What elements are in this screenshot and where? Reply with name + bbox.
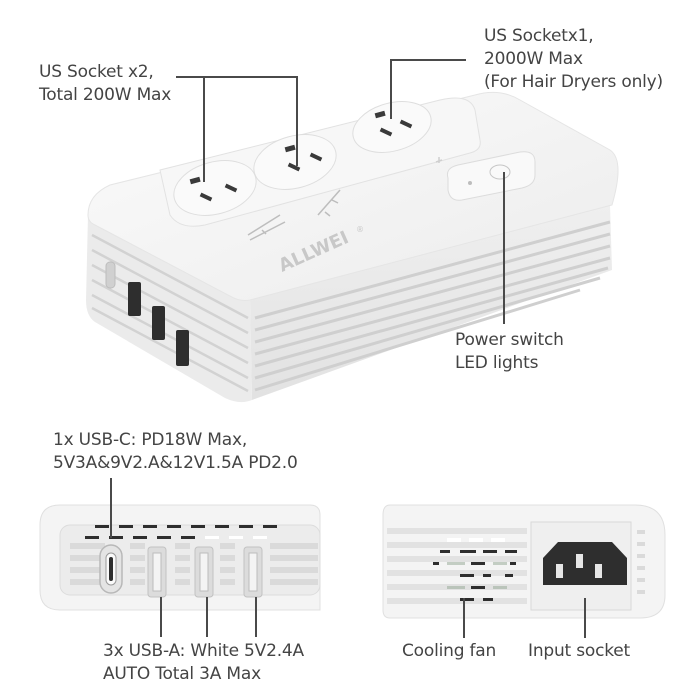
us-outlet-icon [253,134,337,190]
usb-a-port-icon [194,546,214,598]
usb-a-port-icon [128,282,141,316]
usb-c-port-icon [105,261,116,289]
usb-a-port-icon [176,330,189,366]
us-outlet-icon [352,101,432,153]
front-face [86,215,252,403]
usb-a-port-icon [243,546,263,598]
usb-a-port-icon [147,546,167,598]
usb-c-port-icon [99,544,123,594]
input-side-view [375,500,675,625]
side-vent-ribs [250,205,612,400]
leader-line [255,597,257,637]
leader-line [390,59,466,61]
cooling-fan-icon [433,550,517,601]
power-switch [435,151,536,201]
led-light-icon [468,181,472,185]
us-socket-x2-label: US Socket x2, Total 200W Max [39,62,172,105]
leader-line [160,597,162,637]
leader-line [206,597,208,637]
iec-c14-socket-icon [543,542,627,585]
registered-mark: ® [356,225,364,234]
usb-c-label: 1x USB-C: PD18W Max, 5V3A&9V2.A&12V1.5A … [53,430,298,473]
usb-a-label: 3x USB-A: White 5V2.4A AUTO Total 3A Max [103,641,304,684]
leader-line [503,172,505,324]
leader-line [463,598,465,638]
leader-line [296,76,298,166]
leader-line [203,76,205,182]
power-switch-label: Power switch LED lights [455,330,564,373]
leader-line [390,59,392,119]
power-button-icon [489,164,511,180]
travel-adapter-illustration: ALLWEI ® [86,91,619,403]
usb-a-port-icon [152,306,165,340]
leader-line [584,598,586,638]
input-socket-label: Input socket [528,641,630,661]
travel-adapter-top-view: ALLWEI ® [86,91,619,403]
us-outlet-icon [173,160,257,216]
leader-line [176,76,298,78]
usb-side-view [30,495,350,625]
leader-line [110,478,112,538]
cooling-fan-label: Cooling fan [402,641,497,661]
device-emboss-icons [247,189,341,241]
us-socket-x1-label: US Socketx1, 2000W Max (For Hair Dryers … [484,26,663,92]
